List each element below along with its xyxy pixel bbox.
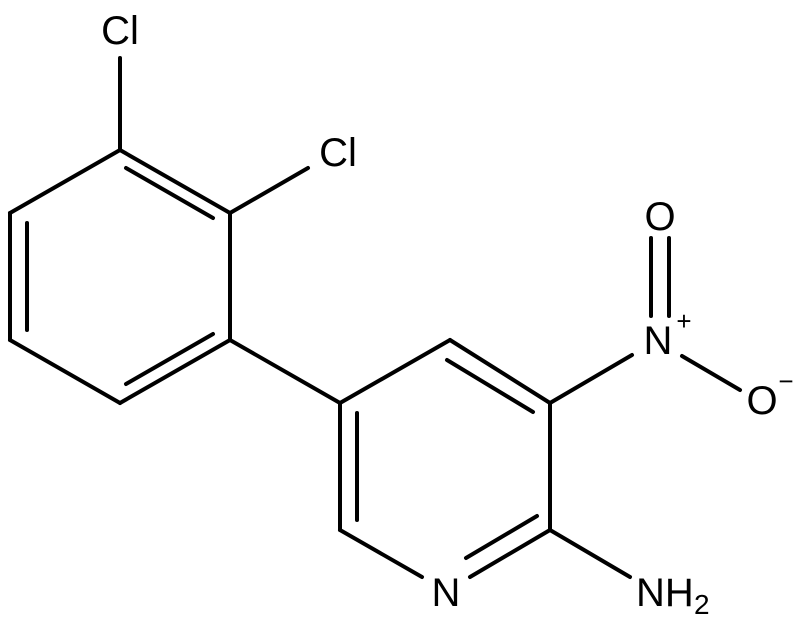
bond-inner [124, 166, 215, 220]
bond-inner [445, 358, 535, 414]
charge-plus: + [676, 306, 691, 336]
bond-c-no2 [548, 353, 634, 405]
bond-inner [464, 514, 539, 560]
atom-nh2: NH [636, 571, 694, 615]
atom-o-double: O [644, 195, 675, 239]
bond [8, 148, 122, 215]
bond [118, 148, 232, 215]
bond-biaryl [228, 338, 342, 405]
bond [448, 338, 552, 405]
atom-n-ring: N [432, 571, 461, 615]
charge-minus: − [778, 366, 793, 396]
pyridine-ring [338, 338, 552, 579]
bond [8, 338, 122, 405]
dichlorophenyl-ring [8, 148, 232, 405]
atom-nh2-subscript: 2 [694, 589, 710, 620]
bond [338, 338, 452, 405]
atom-o-single: O [746, 379, 777, 423]
bond-c-cl [228, 166, 310, 215]
atom-n-nitro: N [644, 319, 673, 363]
bond-n-o [680, 354, 742, 392]
bond [338, 528, 424, 579]
bond-c-nh2 [548, 528, 632, 579]
atom-cl-top: Cl [101, 9, 139, 53]
bond [118, 338, 232, 405]
bond [468, 528, 552, 579]
atom-cl-mid: Cl [319, 131, 357, 175]
bond-inner [124, 332, 215, 386]
